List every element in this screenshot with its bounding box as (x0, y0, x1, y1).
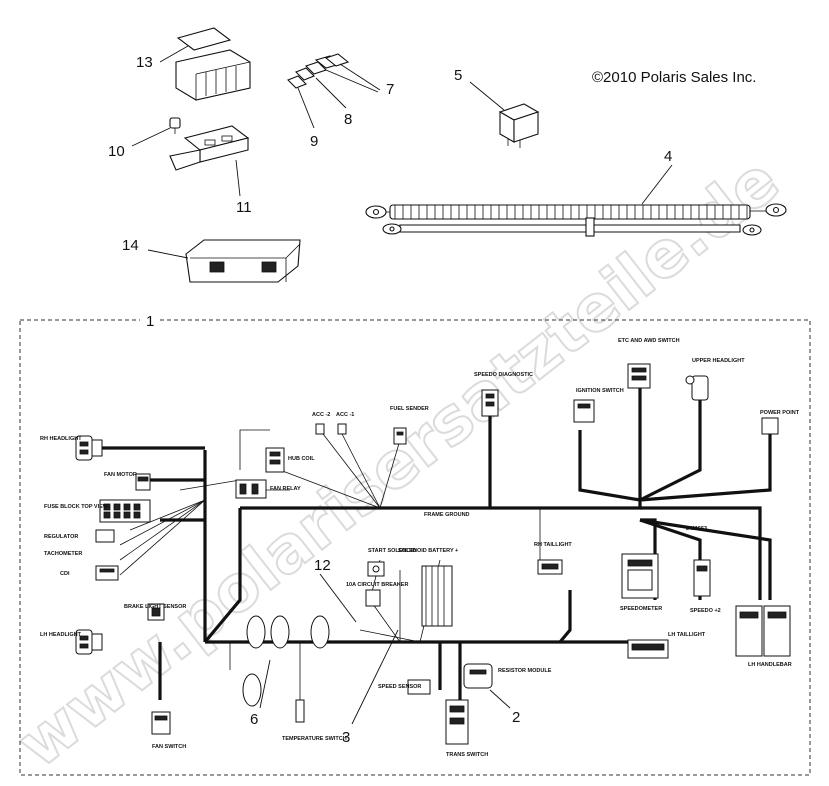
callout-9: 9 (310, 133, 318, 150)
label-temperature-switch: TEMPERATURE SWITCH (282, 736, 347, 742)
label-fan-motor: FAN MOTOR (104, 472, 137, 478)
label-regulator: REGULATOR (44, 534, 78, 540)
lh-headlight-connector (75, 629, 103, 655)
part-14-ferrite (185, 239, 301, 283)
lh-handlebar-connectors (735, 605, 791, 657)
callout-2: 2 (512, 709, 520, 726)
ignition-switch-connector (573, 399, 595, 423)
label-fuel-sender: FUEL SENDER (390, 406, 429, 412)
label-speedometer: SPEEDOMETER (620, 606, 662, 612)
acc-connectors (315, 423, 347, 435)
resistor-module (463, 663, 493, 689)
fan-switch-connector (151, 711, 171, 735)
lh-taillight-connector (627, 639, 669, 659)
circuit-breaker (365, 589, 381, 607)
part-5-relay (498, 103, 540, 148)
fan-relay-connector (235, 479, 267, 499)
part-10-bolt (169, 117, 181, 134)
speed-sensor-connector (407, 679, 431, 695)
ferrite-ovals (242, 615, 330, 707)
upper-headlight-connector (685, 375, 709, 401)
label-rh-headlight: RH HEADLIGHT (40, 436, 82, 442)
rh-headlight-connector (75, 435, 103, 461)
label-fan-switch: FAN SWITCH (152, 744, 186, 750)
regulator-connector (95, 529, 115, 543)
solenoid-battery (421, 565, 453, 627)
callout-13: 13 (136, 54, 153, 71)
label-ignition-switch: IGNITION SWITCH (576, 388, 624, 394)
part-11-bracket (169, 125, 250, 171)
label-solenoid-battery: SOLENOID BATTERY + (398, 548, 458, 554)
part-4-battery-cables (365, 203, 787, 237)
label-lh-taillight: LH TAILLIGHT (668, 632, 706, 638)
start-solenoid (367, 561, 385, 577)
power-point-connector (761, 417, 779, 435)
callout-5: 5 (454, 67, 462, 84)
brake-light-sensor (147, 603, 165, 621)
label-lh-headlight: LH HEADLIGHT (40, 632, 82, 638)
label-power-point: POWER POINT (760, 410, 800, 416)
callout-10: 10 (108, 143, 125, 160)
temperature-switch (295, 699, 305, 723)
label-acc2: ACC -2 (312, 412, 330, 418)
part-7-8-9-fuses (287, 53, 350, 89)
label-frame-ground: FRAME GROUND (424, 512, 470, 518)
rh-taillight-connector (537, 559, 563, 575)
label-tachometer: TACHOMETER (44, 551, 82, 557)
label-etc-awd: ETC AND AWD SWITCH (618, 338, 680, 344)
label-rh-taillight: RH TAILLIGHT (534, 542, 572, 548)
part-13-fuse-cover (175, 27, 251, 101)
label-trans-switch: TRANS SWITCH (446, 752, 488, 758)
callout-14: 14 (122, 237, 139, 254)
label-speedo-diagnostic: SPEEDO DIAGNOSTIC (474, 372, 533, 378)
label-fuse-block: FUSE BLOCK TOP VIEW (44, 504, 109, 510)
label-acc1: ACC -1 (336, 412, 354, 418)
label-circuit-breaker: 10A CIRCUIT BREAKER (346, 582, 408, 588)
label-upper-headlight: UPPER HEADLIGHT (692, 358, 745, 364)
speedo-diagnostic-connector (481, 389, 499, 417)
label-part-number: 2411553 (686, 526, 707, 532)
speedometer-connector (621, 553, 659, 599)
callout-7: 7 (386, 81, 394, 98)
callout-6: 6 (250, 711, 258, 728)
callout-1: 1 (146, 313, 154, 330)
fuel-sender-connector (393, 427, 407, 445)
etc-awd-switch-connector (627, 363, 651, 389)
label-cdi: CDI (60, 571, 70, 577)
label-start-solenoid: START SOLENOID (368, 548, 416, 554)
callout-3: 3 (342, 729, 350, 746)
harness-boundary (19, 319, 811, 776)
callout-12: 12 (314, 557, 331, 574)
callout-4: 4 (664, 148, 672, 165)
label-lh-handlebar: LH HANDLEBAR (748, 662, 792, 668)
speedo2-connector (693, 559, 711, 597)
label-fan-relay: FAN RELAY (270, 486, 301, 492)
fan-motor-connector (135, 473, 151, 491)
hub-coil-connector (265, 447, 285, 473)
label-speed-sensor: SPEED SENSOR (378, 684, 421, 690)
trans-switch-connector (445, 699, 469, 745)
callout-8: 8 (344, 111, 352, 128)
label-brake-light-sensor: BRAKE LIGHT SENSOR (124, 604, 186, 610)
label-resistor-module: RESISTOR MODULE (498, 668, 552, 674)
copyright-text: ©2010 Polaris Sales Inc. (592, 69, 756, 86)
label-hub-coil: HUB COIL (288, 456, 315, 462)
callout-11: 11 (236, 199, 252, 216)
fuse-block (99, 499, 151, 523)
label-speedo2: SPEEDO +2 (690, 608, 721, 614)
cdi-connector (95, 565, 119, 581)
